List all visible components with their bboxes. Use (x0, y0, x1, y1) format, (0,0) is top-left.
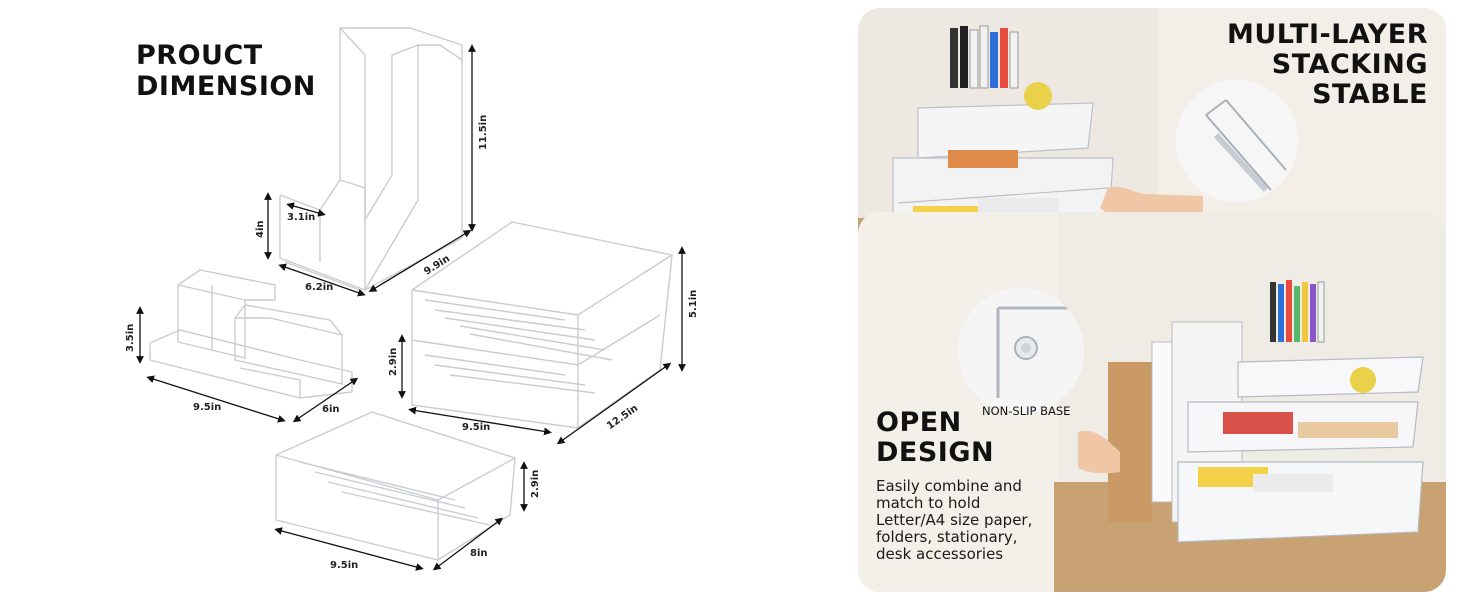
non-slip-detail-illustration (958, 288, 1084, 414)
open-design-description: Easily combine and match to hold Letter/… (876, 478, 1032, 563)
tray-width-label: 9.5in (330, 560, 359, 571)
description-line-1: Easily combine and (876, 477, 1022, 495)
magazine-front-height-label: 4in (255, 220, 266, 238)
caddy-depth-label: 6in (322, 404, 340, 415)
description-line-2: match to hold (876, 494, 981, 512)
magazine-slot-arrow (286, 202, 326, 217)
stack-height-label: 5.1in (688, 289, 699, 318)
stack-depth-arrow (556, 362, 672, 445)
stacking-heading-line-3: STABLE (1312, 79, 1428, 110)
stacking-tray-set-outline (411, 221, 673, 429)
magazine-width-arrow (278, 263, 366, 297)
magazine-slot-label: 3.1in (287, 212, 316, 223)
open-design-feature-panel: NON-SLIP BASE OPEN DESIGN Easily combine… (858, 212, 1446, 592)
magazine-height-label: 11.5in (478, 114, 489, 150)
magazine-depth-arrow (368, 229, 472, 293)
magazine-holder-outline (279, 27, 463, 292)
stacking-detail-illustration (1176, 80, 1298, 202)
open-design-heading-line-2: DESIGN (876, 437, 995, 468)
stack-width-label: 9.5in (462, 422, 491, 433)
description-line-4: folders, stationary, (876, 528, 1018, 546)
tray-width-arrow (274, 527, 424, 571)
caddy-width-arrow (146, 375, 286, 423)
tray-depth-arrow (432, 517, 504, 571)
stacking-heading: MULTI-LAYER STACKING STABLE (1226, 20, 1428, 110)
description-line-3: Letter/A4 size paper, (876, 511, 1033, 529)
caddy-depth-arrow (292, 377, 359, 423)
title-line-1: PROUCT (136, 40, 263, 71)
dimension-diagram: PROUCT DIMENSION 11.5in 4in 3.1in 6.2in … (125, 27, 699, 571)
single-tray-outline (275, 411, 516, 561)
caddy-height-label: 3.5in (125, 323, 136, 352)
product-outline-drawings (136, 27, 686, 571)
title-line-2: DIMENSION (136, 71, 316, 102)
stack-layer-height-label: 2.9in (388, 347, 399, 376)
description-line-5: desk accessories (876, 545, 1004, 563)
stacking-detail-callout (1176, 80, 1298, 202)
open-design-heading-line-1: OPEN (876, 407, 962, 438)
tray-depth-label: 8in (470, 548, 488, 559)
stack-width-arrow (408, 406, 552, 436)
non-slip-detail-callout (958, 288, 1084, 414)
open-design-heading: OPEN DESIGN (876, 408, 994, 468)
stacking-heading-line-2: STACKING (1271, 49, 1428, 80)
non-slip-base-badge: NON-SLIP BASE (982, 404, 1071, 418)
caddy-width-label: 9.5in (193, 402, 222, 413)
stacking-heading-line-1: MULTI-LAYER (1227, 19, 1428, 50)
tray-height-label: 2.9in (530, 469, 541, 498)
product-dimension-title: PROUCT DIMENSION (136, 40, 316, 102)
magazine-width-label: 6.2in (305, 282, 334, 293)
open-design-photo-illustration (858, 212, 1446, 592)
